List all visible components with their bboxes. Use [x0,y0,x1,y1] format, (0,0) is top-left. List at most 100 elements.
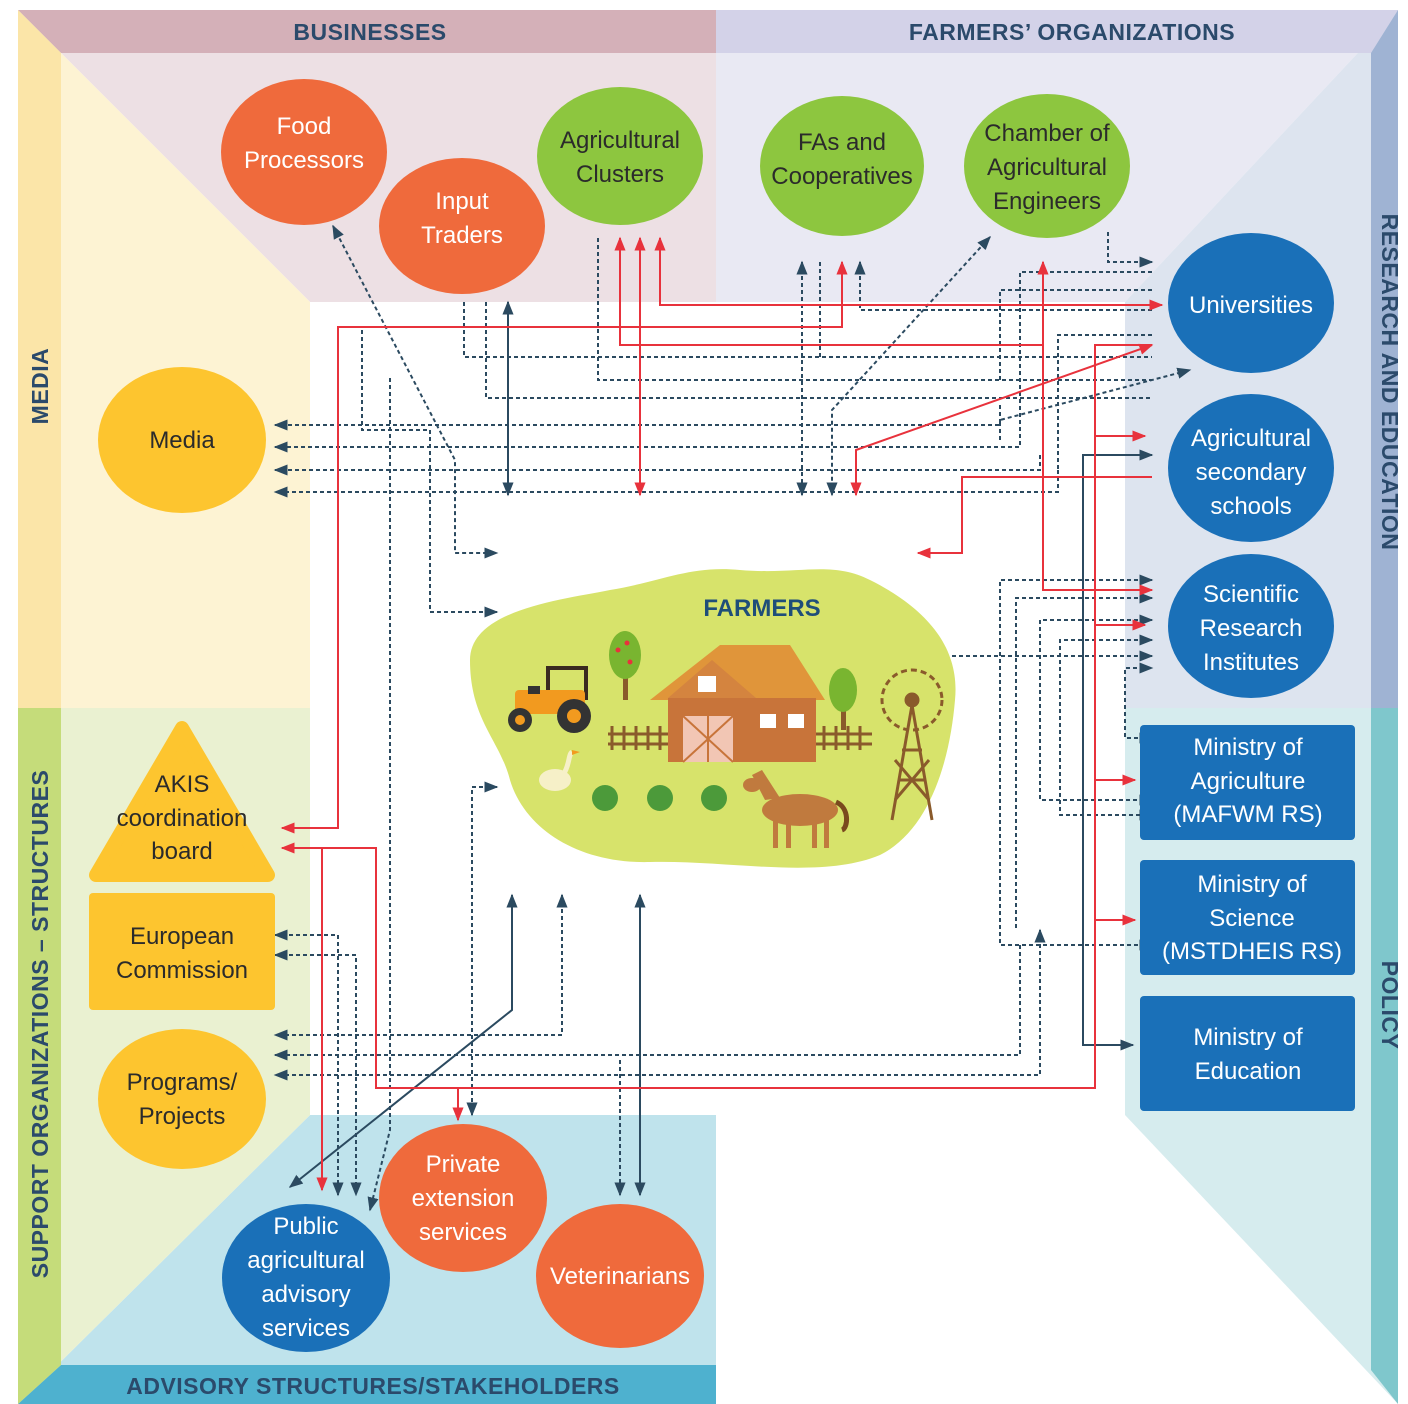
red-connector [280,260,848,834]
band-label-research-education: RESEARCH AND EDUCATION [1377,214,1403,551]
node-label: services [419,1219,507,1246]
node-fas-cooperatives: FAs and Cooperatives [760,96,924,236]
node-label: Engineers [993,188,1101,215]
band-label-farmers-organizations: FARMERS’ ORGANIZATIONS [909,19,1235,45]
solid-connector [288,893,518,1188]
node-label: Universities [1189,292,1313,319]
node-european-commission: European Commission [89,893,275,1010]
node-label: coordination [117,805,248,832]
node-label: Public [273,1213,338,1240]
node-label: Programs/ [127,1069,238,1096]
node-label: (MAFWM RS) [1173,801,1322,828]
node-label: Scientific [1203,581,1299,608]
node-label: Science [1209,905,1294,932]
node-secondary-schools: Agricultural secondary schools [1168,394,1334,542]
node-label: Institutes [1203,649,1299,676]
node-label: agricultural [247,1247,364,1274]
node-ministry-science: Ministry of Science (MSTDHEIS RS) [1140,860,1355,975]
node-label: services [262,1315,350,1342]
node-label: (MSTDHEIS RS) [1162,938,1342,965]
node-label: Research [1200,615,1303,642]
band-label-media: MEDIA [27,348,53,425]
red-connector [850,343,1154,497]
node-chamber-engineers: Chamber of Agricultural Engineers [964,94,1130,238]
node-akis-board: AKIS coordination board [89,721,275,882]
dotted-connector [1015,592,1154,930]
node-label: Private [426,1151,501,1178]
node-label: Media [149,427,215,454]
node-label: Commission [116,957,248,984]
node-universities: Universities [1168,233,1334,373]
node-public-advisory: Public agricultural advisory services [222,1204,390,1352]
horse-icon [743,770,849,848]
node-label: advisory [261,1281,350,1308]
node-label: Food [277,113,332,140]
node-label: board [151,838,212,865]
node-label: Agricultural [560,127,680,154]
node-input-traders: Input Traders [379,158,545,294]
media-panel [18,10,310,708]
node-label: AKIS [155,771,210,798]
dotted-connector [367,378,391,1212]
cabbage-icon [592,785,727,811]
policy-band [1371,708,1398,1404]
media-band [18,10,61,708]
node-label: Clusters [576,161,664,188]
farmers-title: FARMERS [703,595,820,622]
support-band [18,708,61,1404]
node-food-processors: Food Processors [221,79,387,225]
node-private-extension: Private extension services [379,1124,547,1272]
node-label: European [130,923,234,950]
dotted-connector [273,405,1001,431]
tree-icon [609,631,641,700]
node-label: Ministry of [1193,734,1303,761]
node-label: Projects [139,1103,226,1130]
node-label: Traders [421,222,503,249]
band-label-policy: POLICY [1377,961,1403,1050]
band-label-businesses: BUSINESSES [293,19,446,45]
node-label: extension [412,1185,515,1212]
node-label: schools [1210,493,1291,520]
dotted-connector [273,945,1021,1061]
node-media: Media [98,367,266,513]
tractor-icon [508,666,591,733]
tree-icon [829,668,857,730]
farmers-center: FARMERS [470,569,956,868]
dotted-connector [1059,634,1154,821]
band-label-support-organizations: SUPPORT ORGANIZATIONS – STRUCTURES [27,770,53,1279]
farmers-org-band [716,10,1398,53]
band-label-advisory-structures: ADVISORY STRUCTURES/STAKEHOLDERS [126,1373,620,1399]
node-label: Agricultural [987,154,1107,181]
node-label: Agriculture [1191,768,1306,795]
node-research-institutes: Scientific Research Institutes [1168,554,1334,698]
fence-icon [608,726,872,750]
goose-icon [539,750,580,791]
red-connector [916,476,1152,559]
dotted-connector [273,470,1059,498]
node-ministry-education: Ministry of Education [1140,996,1355,1111]
node-ministry-agriculture: Ministry of Agriculture (MAFWM RS) [1140,725,1355,840]
node-label: Agricultural [1191,425,1311,452]
red-connector [280,344,1152,1089]
connector-lines [273,224,1192,1212]
research-band [1371,10,1398,708]
node-agricultural-clusters: Agricultural Clusters [537,87,703,225]
frame-bands [18,10,1398,1404]
node-programs-projects: Programs/ Projects [98,1029,266,1169]
dotted-connector [466,781,499,1117]
barn-icon [650,645,825,763]
advisory-band [18,1365,716,1404]
node-label: Cooperatives [771,163,912,190]
node-label: Chamber of [984,120,1110,147]
node-veterinarians: Veterinarians [536,1204,704,1348]
dotted-connector [463,302,1152,358]
node-label: secondary [1196,459,1307,486]
node-label: Processors [244,147,364,174]
businesses-band [18,10,716,53]
node-label: Education [1195,1058,1302,1085]
node-label: Input [435,188,489,215]
node-label: FAs and [798,129,886,156]
node-label: Ministry of [1197,871,1307,898]
windmill-icon [880,668,944,821]
